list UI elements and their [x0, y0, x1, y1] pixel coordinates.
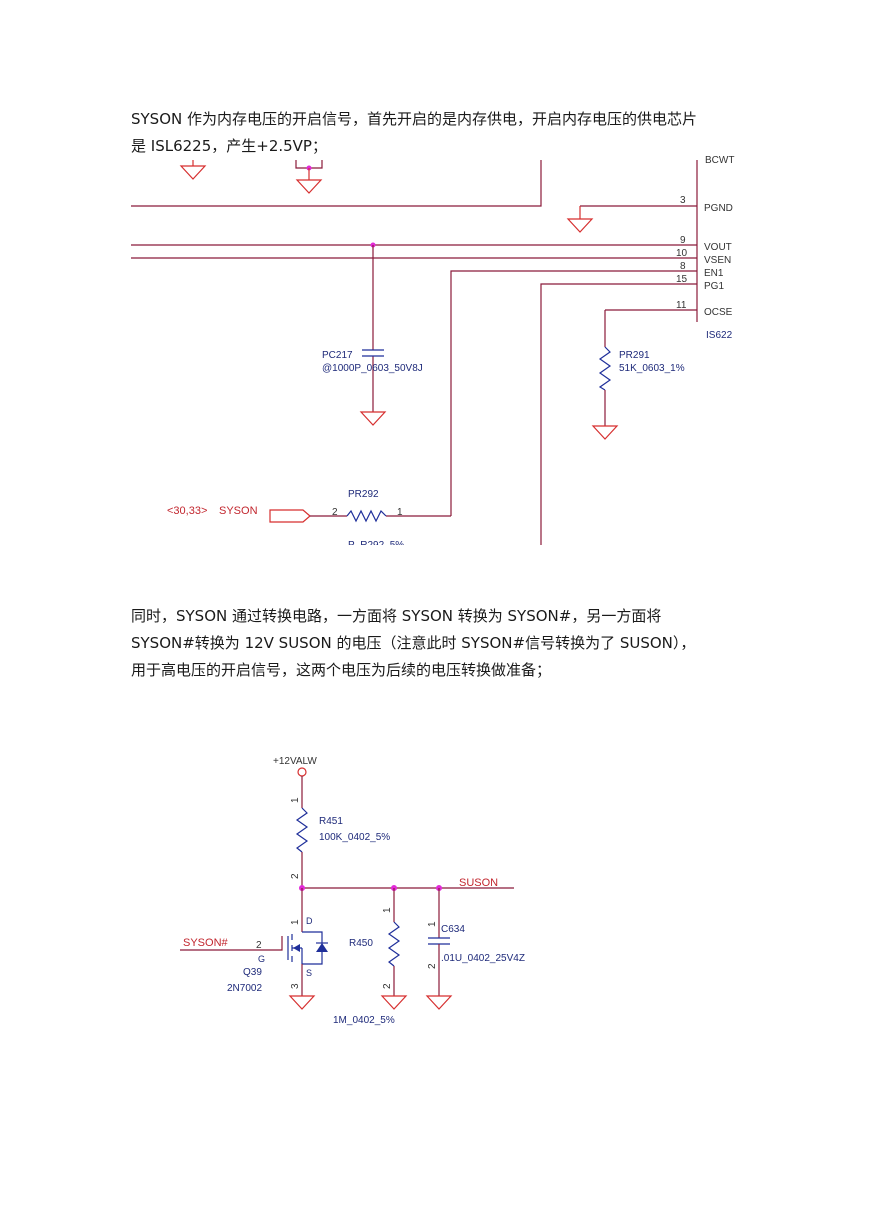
- ic-pin-cut: BCWT: [705, 155, 734, 166]
- pin-number-pg1: 15: [676, 274, 688, 285]
- suson-net-label: SUSON: [459, 877, 498, 889]
- wire: [180, 936, 283, 951]
- q39-part: 2N7002: [227, 983, 262, 994]
- pin-number-vsen: 10: [676, 248, 688, 259]
- r451-value: 100K_0402_5%: [319, 832, 390, 843]
- pin-number-ocse: 11: [676, 300, 687, 311]
- pin-number-en1: 8: [680, 261, 686, 272]
- pr292-pin2: 2: [332, 507, 338, 518]
- q39-drain-pin: 1: [290, 919, 301, 925]
- c634-ref: C634: [441, 924, 465, 935]
- supply-12valw-label: +12VALW: [273, 756, 317, 767]
- paragraph-syson-intro: SYSON 作为内存电压的开启信号，首先开启的是内存供电，开启内存电压的供电芯片…: [131, 106, 751, 160]
- wire: [540, 283, 697, 546]
- q39-ref: Q39: [243, 967, 262, 978]
- paragraph-line: SYSON#转换为 12V SUSON 的电压（注意此时 SYSON#信号转换为…: [131, 634, 696, 652]
- ground-symbol: [566, 206, 594, 233]
- resistor-pr291: [598, 346, 612, 391]
- capacitor-c634: [428, 937, 450, 945]
- syson-net-label: SYSON: [219, 505, 258, 517]
- paragraph-line: 用于高电压的开启信号，这两个电压为后续的电压转换做准备；: [131, 661, 552, 679]
- r450-value: 1M_0402_5%: [333, 1015, 395, 1026]
- q39-source-label: S: [306, 968, 312, 978]
- r451-pin2: 2: [290, 873, 301, 879]
- paragraph-line: SYSON 作为内存电压的开启信号，首先开启的是内存供电，开启内存电压的供电芯片: [131, 110, 698, 128]
- crop-mask: [330, 545, 630, 560]
- paragraph-line: 是 ISL6225，产生+2.5VP；: [131, 137, 327, 155]
- q39-gate-label: G: [258, 954, 265, 964]
- pr292-pin1: 1: [397, 507, 403, 518]
- schematic-isl6225: BCWT 3 PGND 9 VOUT 10 VSEN 8 EN1 15 PG1 …: [131, 155, 734, 560]
- ground-symbol: [425, 995, 453, 1010]
- r450-pin1: 1: [382, 907, 393, 913]
- supply-terminal: [297, 767, 307, 777]
- ground-symbol: [295, 168, 323, 194]
- ground-symbol: [380, 995, 408, 1010]
- c634-value: .01U_0402_25V4Z: [441, 953, 525, 964]
- pr292-ref: PR292: [348, 489, 379, 500]
- pin-name-vsen: VSEN: [704, 255, 731, 266]
- pin-name-vout: VOUT: [704, 242, 732, 253]
- pin-name-pg1: PG1: [704, 281, 724, 292]
- ic-reference: IS622: [706, 330, 733, 341]
- offpage-connector-syson: [269, 509, 311, 523]
- pin-name-en1: EN1: [704, 268, 724, 279]
- pin-number-pgnd: 3: [680, 195, 686, 206]
- ground-symbol: [288, 995, 316, 1010]
- wire: [604, 309, 697, 347]
- ground-symbol: [591, 425, 619, 440]
- body-diode: [316, 943, 328, 952]
- paragraph-line: 同时，SYSON 通过转换电路，一方面将 SYSON 转换为 SYSON#，另一…: [131, 607, 662, 625]
- pin-name-pgnd: PGND: [704, 203, 733, 214]
- wire: [450, 270, 697, 516]
- pc217-ref: PC217: [322, 350, 353, 361]
- pc217-value: @1000P_0603_50V8J: [322, 363, 423, 374]
- r450-pin2: 2: [382, 983, 393, 989]
- q39-drain-label: D: [306, 916, 313, 926]
- pin-number-vout: 9: [680, 235, 686, 246]
- pr291-value: 51K_0603_1%: [619, 363, 685, 374]
- mosfet-arrow: [293, 944, 300, 952]
- resistor-r451: [295, 807, 309, 853]
- paragraph-suson-conversion: 同时，SYSON 通过转换电路，一方面将 SYSON 转换为 SYSON#，另一…: [131, 603, 751, 684]
- ground-symbol: [179, 160, 207, 180]
- syson-n-net-label: SYSON#: [183, 937, 229, 949]
- resistor-r450: [387, 921, 401, 967]
- r450-ref: R450: [349, 938, 373, 949]
- ground-symbol: [359, 411, 387, 426]
- q39-gate-pin: 2: [256, 940, 262, 951]
- c634-pin2: 2: [427, 963, 438, 969]
- syson-sheet-refs: <30,33>: [167, 505, 207, 517]
- r451-ref: R451: [319, 816, 343, 827]
- pr291-ref: PR291: [619, 350, 650, 361]
- c634-pin1: 1: [427, 921, 438, 927]
- pin-name-ocse: OCSE: [704, 307, 733, 318]
- q39-source-pin: 3: [290, 983, 301, 989]
- wire: [131, 160, 542, 207]
- resistor-pr292: [346, 509, 387, 523]
- r451-pin1: 1: [290, 797, 301, 803]
- capacitor-pc217: [362, 349, 384, 357]
